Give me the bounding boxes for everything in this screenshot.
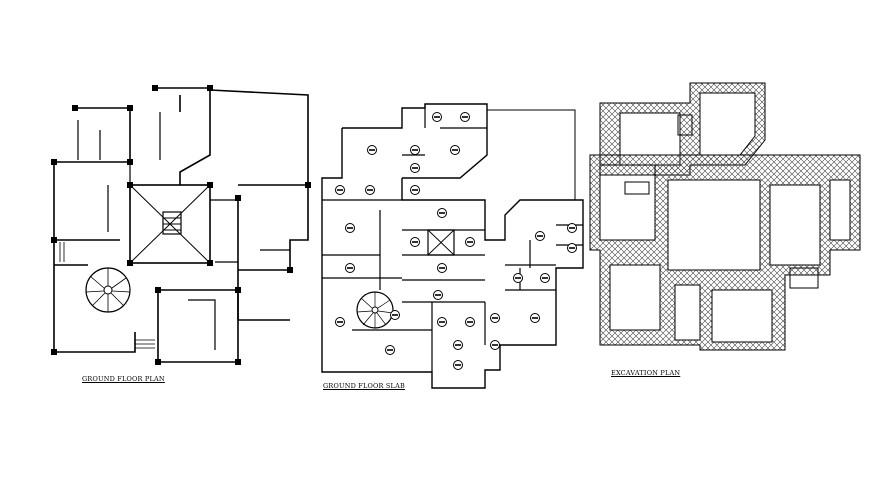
slab-panel-markers: [335, 112, 577, 370]
ground-floor-slab-drawing: [321, 103, 584, 389]
ground-floor-plan-caption: GROUND FLOOR PLAN: [82, 375, 165, 383]
excavation-plan-caption: EXCAVATION PLAN: [611, 369, 681, 377]
ground-floor-slab-caption: GROUND FLOOR SLAB: [323, 382, 405, 390]
ground-floor-plan-drawing: [51, 85, 311, 365]
excavation-plan-drawing: [589, 82, 861, 351]
